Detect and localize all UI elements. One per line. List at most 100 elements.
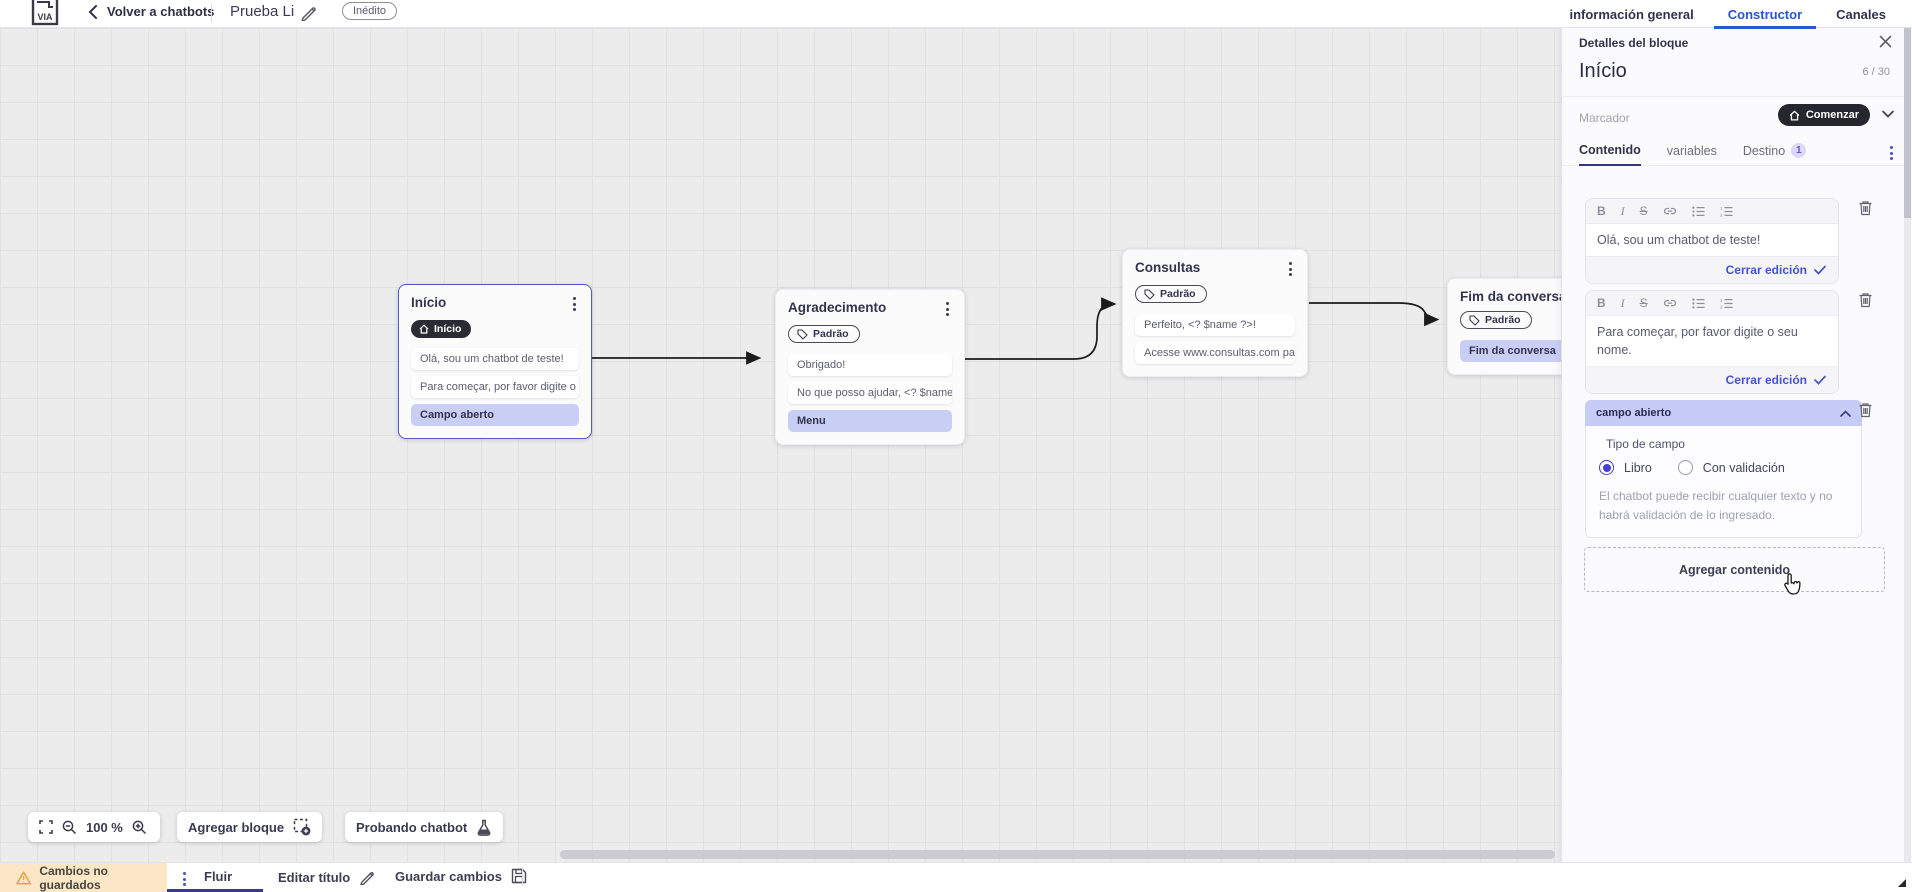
tab-canales[interactable]: Canales — [1836, 6, 1886, 22]
field-type-label: Tipo de campo — [1606, 437, 1685, 451]
delete-content-icon[interactable] — [1858, 292, 1873, 308]
block-title: Agradecimento — [788, 300, 887, 315]
tag-icon — [1144, 288, 1155, 300]
close-icon[interactable] — [1879, 35, 1892, 48]
block-menu-button[interactable] — [570, 295, 579, 313]
link-icon[interactable] — [1663, 297, 1677, 309]
open-field-section: campo abierto Tipo de campo Libro Con va… — [1585, 400, 1862, 539]
add-block-button[interactable]: Agregar bloque — [177, 812, 323, 842]
block-marker-badge: Padrão — [1135, 285, 1207, 303]
zoom-in-icon[interactable] — [132, 820, 147, 835]
tab-destino[interactable]: Destino 1 — [1743, 136, 1807, 166]
flow-block-agradecimento[interactable]: Agradecimento Padrão Obrigado! No que po… — [775, 289, 965, 445]
test-chatbot-button[interactable]: Probando chatbot — [345, 812, 504, 842]
chevron-down-icon[interactable] — [1882, 110, 1894, 118]
back-to-chatbots-button[interactable]: Volver a chatbots — [88, 4, 214, 19]
fullscreen-icon[interactable] — [39, 820, 53, 834]
zoom-out-icon[interactable] — [62, 820, 77, 835]
open-field-header[interactable]: campo abierto — [1585, 400, 1862, 426]
delete-content-icon[interactable] — [1858, 200, 1873, 216]
editor-text[interactable]: Para começar, por favor digite o seu nom… — [1586, 316, 1838, 367]
check-icon — [1814, 375, 1826, 385]
block-menu-button[interactable] — [943, 300, 952, 318]
pencil-icon — [360, 872, 375, 885]
bullet-list-icon[interactable] — [1691, 298, 1705, 309]
canvas-horizontal-scrollbar[interactable] — [560, 850, 1555, 859]
block-content-item[interactable]: Perfeito, <? $name ?>! — [1135, 313, 1295, 336]
block-content-item[interactable]: No que posso ajudar, <? $name ... — [788, 381, 952, 404]
tab-constructor[interactable]: Constructor — [1713, 6, 1817, 29]
destino-count-badge: 1 — [1791, 143, 1807, 158]
strikethrough-icon[interactable]: S — [1639, 204, 1648, 218]
edit-title-button[interactable]: Editar título — [278, 869, 375, 885]
home-icon — [1789, 110, 1800, 121]
bullet-list-icon[interactable] — [1691, 206, 1705, 217]
panel-scrollbar-thumb[interactable] — [1904, 28, 1911, 218]
block-content-item[interactable]: Obrigado! — [788, 353, 952, 376]
radio-libro-label[interactable]: Libro — [1624, 460, 1652, 475]
connection-wires — [592, 297, 1440, 365]
flow-tab-menu-button[interactable] — [180, 870, 189, 888]
block-menu-button[interactable] — [1286, 260, 1295, 278]
delete-content-icon[interactable] — [1858, 402, 1873, 418]
block-marker-badge: Padrão — [1460, 311, 1532, 329]
tag-icon — [797, 328, 808, 340]
flow-block-fim-da-conversa[interactable]: Fim da conversa Padrão Fim da conversa — [1447, 278, 1561, 375]
marker-label: Marcador — [1579, 111, 1630, 125]
radio-libro[interactable] — [1599, 460, 1614, 475]
resize-handle-icon — [1897, 878, 1907, 888]
panel-tabs: Contenido variables Destino 1 — [1562, 136, 1906, 166]
tab-informacion-general[interactable]: información general — [1569, 6, 1694, 22]
home-icon — [419, 324, 429, 334]
add-content-button[interactable]: Agregar contenido — [1584, 547, 1885, 592]
save-changes-button[interactable]: Guardar cambios — [395, 868, 527, 884]
block-details-panel: Detalles del bloque Início 6 / 30 Marcad… — [1561, 28, 1912, 862]
field-help-text: El chatbot puede recibir cualquier texto… — [1599, 489, 1833, 522]
radio-con-validacion[interactable] — [1677, 460, 1693, 475]
panel-header: Detalles del bloque — [1579, 36, 1689, 50]
tag-icon — [1469, 314, 1480, 326]
flow-canvas[interactable]: Início Início Olá, sou um chatbot de tes… — [0, 28, 1561, 862]
radio-con-validacion-label[interactable]: Con validación — [1702, 460, 1785, 475]
flow-block-inicio[interactable]: Início Início Olá, sou um chatbot de tes… — [398, 284, 592, 439]
chevron-left-icon — [88, 4, 97, 19]
block-open-field-item[interactable]: Campo aberto — [411, 404, 579, 426]
title-divider — [1562, 96, 1906, 97]
tab-variables[interactable]: variables — [1666, 143, 1717, 158]
panel-options-menu-button[interactable] — [1887, 144, 1896, 162]
tab-contenido[interactable]: Contenido — [1579, 136, 1641, 166]
marker-select[interactable]: Comenzar — [1777, 104, 1870, 126]
flow-block-consultas[interactable]: Consultas Padrão Perfeito, <? $name ?>! … — [1122, 249, 1308, 377]
editor-text[interactable]: Olá, sou um chatbot de teste! — [1586, 224, 1838, 257]
block-content-item[interactable]: Olá, sou um chatbot de teste! — [411, 348, 579, 370]
block-menu-item[interactable]: Menu — [788, 409, 952, 432]
numbered-list-icon[interactable]: 12 — [1720, 206, 1733, 217]
strikethrough-icon[interactable]: S — [1639, 296, 1648, 310]
close-edit-button[interactable]: Cerrar edición — [1586, 256, 1838, 284]
bold-icon[interactable]: B — [1597, 296, 1606, 310]
block-content-item[interactable]: Para começar, por favor digite o ... — [411, 376, 579, 398]
svg-text:1: 1 — [1720, 298, 1723, 303]
block-content-item[interactable]: Acesse www.consultas.com par... — [1135, 341, 1295, 364]
edit-title-pencil-icon[interactable] — [300, 4, 317, 21]
italic-icon[interactable]: I — [1620, 295, 1625, 310]
block-name-input[interactable]: Início — [1579, 60, 1627, 82]
close-edit-button[interactable]: Cerrar edición — [1586, 366, 1838, 394]
italic-icon[interactable]: I — [1620, 203, 1625, 218]
add-block-icon — [293, 818, 311, 836]
numbered-list-icon[interactable]: 12 — [1720, 298, 1733, 309]
panel-scrollbar[interactable] — [1904, 28, 1911, 862]
zoom-controls: 100 % — [28, 812, 160, 842]
flow-tab[interactable]: Fluir — [204, 869, 233, 884]
block-end-item[interactable]: Fim da conversa — [1460, 339, 1561, 362]
chevron-up-icon — [1840, 409, 1851, 417]
svg-text:1: 1 — [1720, 206, 1723, 211]
link-icon[interactable] — [1663, 205, 1677, 217]
block-marker-badge: Padrão — [788, 325, 860, 343]
bold-icon[interactable]: B — [1597, 204, 1606, 218]
